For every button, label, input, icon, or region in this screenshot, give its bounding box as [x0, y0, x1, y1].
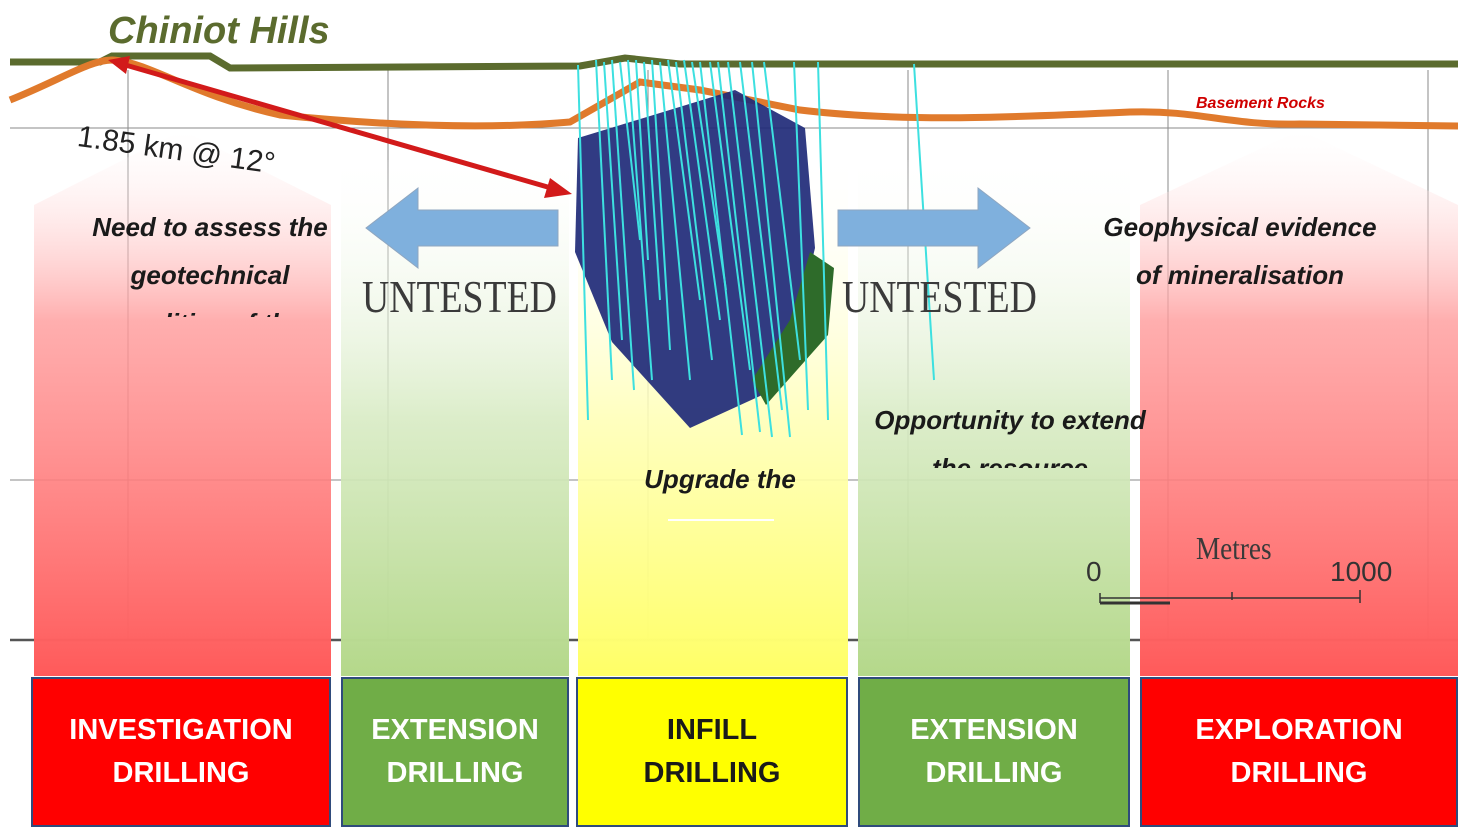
- zone-exploration-drilling: EXPLORATION DRILLING: [1140, 677, 1458, 827]
- distance-arrow-head-left: [108, 56, 130, 74]
- opportunity-note: Opportunity to extend the resource: [874, 405, 1146, 468]
- zone-extension-drilling-left: EXTENSION DRILLING: [341, 677, 569, 827]
- scale-bar: [1099, 590, 1361, 605]
- zone-extension-drilling-right: EXTENSION DRILLING: [858, 677, 1130, 827]
- zone-label-investigation: INVESTIGATION DRILLING: [69, 714, 293, 789]
- untested-left-label: UNTESTED: [362, 271, 557, 322]
- surface-line: [10, 52, 1458, 72]
- scale-min-label: 0: [1086, 556, 1102, 587]
- arrow-left: [365, 186, 559, 270]
- basement-rocks-label: Basement Rocks: [1196, 95, 1325, 112]
- arrow-right: [837, 186, 1031, 270]
- orebody-green: [752, 252, 834, 405]
- upgrade-note: Upgrade the: [644, 464, 796, 494]
- distance-arrow-head-right: [544, 178, 572, 198]
- zone-label-exploration: EXPLORATION DRILLING: [1195, 714, 1403, 789]
- zone-band-investigation: [34, 130, 331, 676]
- scale-max-label: 1000: [1330, 556, 1393, 587]
- zone-band-exploration: [1140, 130, 1458, 676]
- drillholes: [577, 59, 935, 438]
- zone-label-extension-right: EXTENSION DRILLING: [910, 714, 1078, 789]
- zone-label-infill: INFILL DRILLING: [643, 714, 781, 789]
- distance-arrow: [121, 61, 559, 193]
- untested-right-label: UNTESTED: [842, 271, 1037, 322]
- title-chiniot-hills: Chiniot Hills: [108, 10, 330, 52]
- scale-unit-label: Metres: [1196, 530, 1272, 566]
- investigation-note: Need to assess the geotechnical qualitie…: [92, 212, 328, 317]
- geophysical-note: Geophysical evidence of mineralisation: [1103, 212, 1377, 290]
- zone-label-extension-left: EXTENSION DRILLING: [371, 714, 539, 789]
- zone-investigation-drilling: INVESTIGATION DRILLING: [31, 677, 331, 827]
- zone-infill-drilling: INFILL DRILLING: [576, 677, 848, 827]
